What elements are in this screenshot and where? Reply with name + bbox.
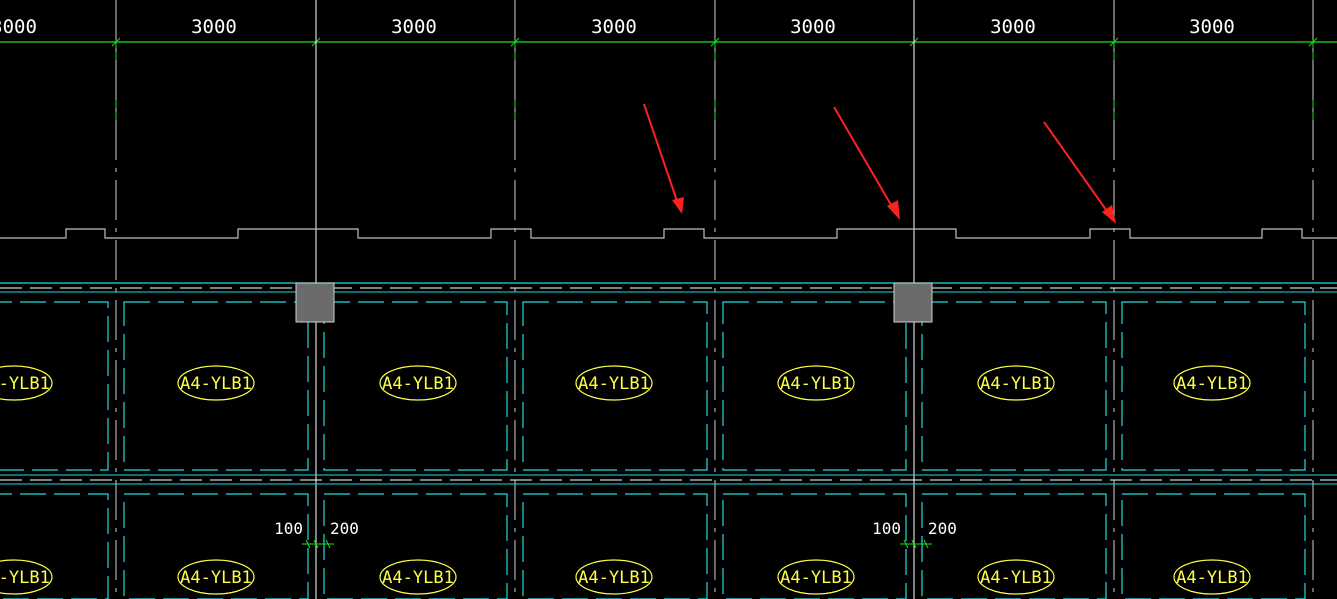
slab-tag[interactable]: A4-YLB1 <box>379 559 457 595</box>
wall-outline <box>0 228 1337 239</box>
slab-panel-outline <box>921 301 1107 471</box>
slab-tag-label: A4-YLB1 <box>780 374 852 394</box>
slab-tag-label: A4-YLB1 <box>780 568 852 588</box>
slab-tag[interactable]: A4-YLB1 <box>177 365 255 401</box>
slab-tag-label: A4-YLB1 <box>382 568 454 588</box>
slab-tag-label: A4-YLB1 <box>980 568 1052 588</box>
red-arrow-icon <box>1043 121 1116 224</box>
offset-dim: 100 200 <box>872 519 957 549</box>
slab-tag[interactable]: A4-YLB1 <box>0 365 53 401</box>
slab-panel-outline <box>0 493 109 599</box>
annotation-arrows <box>643 103 1116 224</box>
slab-tag[interactable]: A4-YLB1 <box>977 559 1055 595</box>
slab-tag[interactable]: A4-YLB1 <box>777 365 855 401</box>
red-arrow-icon <box>833 106 900 220</box>
slab-tag-label: A4-YLB1 <box>0 568 50 588</box>
slab-tag-label: A4-YLB1 <box>180 374 252 394</box>
slab-tag-label: A4-YLB1 <box>578 374 650 394</box>
slab-panel-outline <box>722 493 907 599</box>
column[interactable] <box>295 282 335 323</box>
column[interactable] <box>893 282 933 323</box>
dimension-labels: 3000 3000 3000 3000 3000 3000 3000 <box>0 16 1235 38</box>
slab-tag-label: A4-YLB1 <box>578 568 650 588</box>
offset-dim: 100 200 <box>274 519 359 549</box>
dimension-label: 3000 <box>0 16 37 38</box>
slab-tag[interactable]: A4-YLB1 <box>1173 559 1251 595</box>
slab-panel-outline <box>522 493 708 599</box>
slab-tag[interactable]: A4-YLB1 <box>575 559 653 595</box>
offset-right-label: 200 <box>928 519 957 538</box>
slab-panel-outline <box>722 301 907 471</box>
slab-tag[interactable]: A4-YLB1 <box>977 365 1055 401</box>
dimension-label: 3000 <box>990 16 1036 38</box>
slab-panel-outline <box>1121 493 1306 599</box>
slab-tag-label: A4-YLB1 <box>1176 568 1248 588</box>
slab-tag[interactable]: A4-YLB1 <box>777 559 855 595</box>
slab-panel-outline <box>921 493 1107 599</box>
column-offset-dims: 100 200 100 200 <box>274 519 957 549</box>
slab-tag-label: A4-YLB1 <box>180 568 252 588</box>
slab-panel-outline <box>323 301 508 471</box>
slab-panel-outline <box>0 301 109 471</box>
slab-tag[interactable]: A4-YLB1 <box>1173 365 1251 401</box>
slab-tag[interactable]: A4-YLB1 <box>0 559 53 595</box>
slab-tag[interactable]: A4-YLB1 <box>379 365 457 401</box>
dimension-label: 3000 <box>391 16 437 38</box>
slab-tag[interactable]: A4-YLB1 <box>177 559 255 595</box>
offset-left-label: 100 <box>274 519 303 538</box>
slab-tags-row-1: A4-YLB1 A4-YLB1 A4-YLB1 A4-YLB1 A4-YLB1 … <box>0 365 1251 401</box>
offset-right-label: 200 <box>330 519 359 538</box>
dimension-line <box>0 36 1337 150</box>
offset-left-label: 100 <box>872 519 901 538</box>
slab-panel-outline <box>522 301 708 471</box>
slab-tag[interactable]: A4-YLB1 <box>575 365 653 401</box>
slab-panel-outline <box>123 493 309 599</box>
dimension-label: 3000 <box>191 16 237 38</box>
dimension-label: 3000 <box>591 16 637 38</box>
slab-panel-outline <box>123 301 309 471</box>
dimension-label: 3000 <box>790 16 836 38</box>
slab-tag-label: A4-YLB1 <box>0 374 50 394</box>
slab-tag-label: A4-YLB1 <box>382 374 454 394</box>
slab-tag-label: A4-YLB1 <box>980 374 1052 394</box>
columns <box>295 282 933 323</box>
slab-panel-outline <box>323 493 508 599</box>
slab-tags-row-2: A4-YLB1 A4-YLB1 A4-YLB1 A4-YLB1 A4-YLB1 … <box>0 559 1251 595</box>
slab-panel-outline <box>1121 301 1306 471</box>
beam-lines <box>0 282 1337 485</box>
dimension-label: 3000 <box>1189 16 1235 38</box>
slab-panels <box>0 301 1306 599</box>
red-arrow-icon <box>643 103 684 214</box>
slab-tag-label: A4-YLB1 <box>1176 374 1248 394</box>
